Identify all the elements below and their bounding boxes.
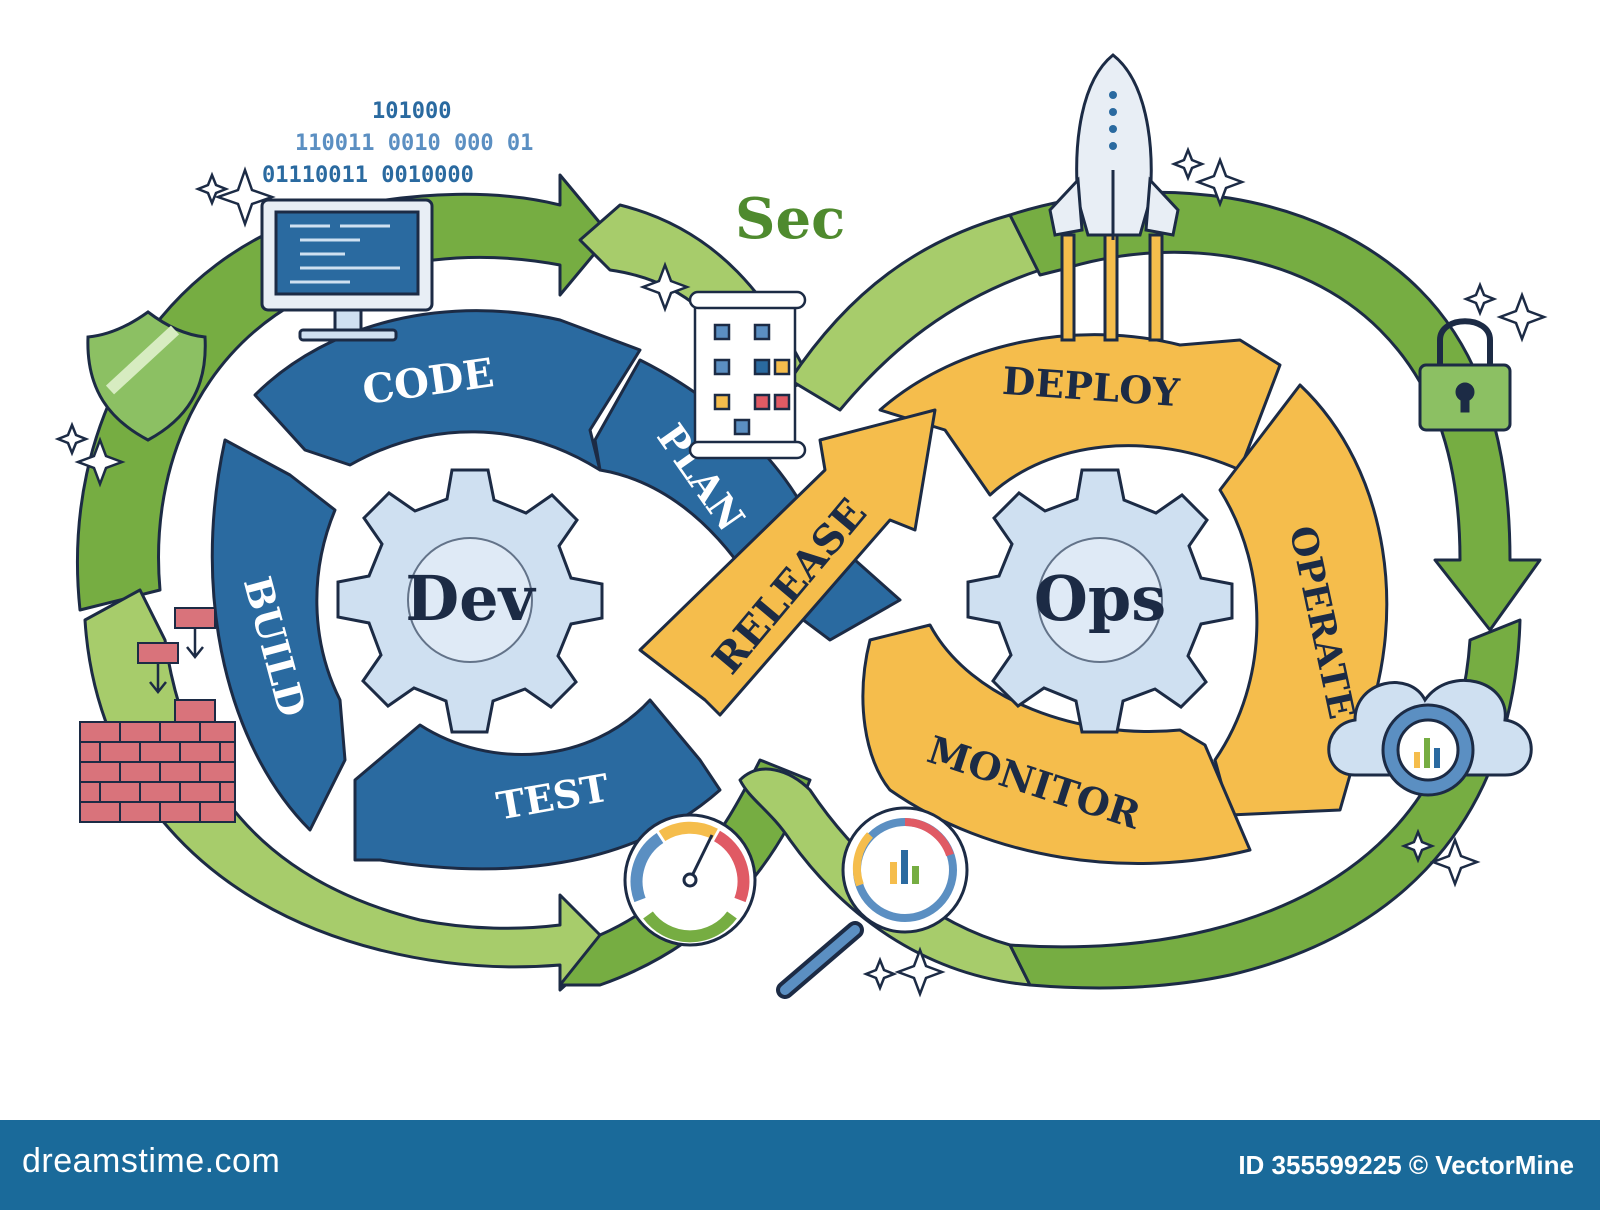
magnifier-chart-icon	[776, 806, 969, 999]
footer-logo[interactable]: dreamstime.com	[22, 1142, 281, 1180]
gauge-icon	[623, 813, 757, 947]
sec-arrow-right-top	[1008, 190, 1542, 632]
footer-bar: dreamstime.com ID 355599225 © VectorMine	[0, 1120, 1600, 1210]
shield-icon	[86, 310, 207, 442]
sparkle-icon	[54, 146, 1548, 998]
monitor-code-icon	[260, 198, 434, 342]
dev-step-build	[210, 438, 347, 832]
ops-step-deploy	[878, 333, 1282, 497]
ops-loop	[638, 333, 1389, 865]
flowchart-scroll-icon	[688, 290, 807, 460]
cloud-gear-chart-icon	[1327, 678, 1533, 797]
footer-credit: ID 355599225 © VectorMine	[1238, 1150, 1574, 1180]
devsecops-diagram: 101000 110011 0010 000 01 01110011 00100…	[54, 53, 1548, 999]
binary-line-1: 101000	[372, 99, 451, 124]
sec-arrow-right-bottom	[1008, 618, 1522, 990]
binary-line-2: 110011 0010 000 01	[295, 131, 533, 156]
sec-label: Sec	[735, 186, 845, 252]
brick-wall-icon	[79, 607, 236, 823]
rocket-icon	[1048, 53, 1180, 342]
release-arrow	[638, 408, 937, 717]
ops-gear	[966, 468, 1234, 734]
padlock-icon	[1418, 318, 1512, 432]
dev-step-test	[353, 698, 722, 871]
dev-center-label: Dev	[405, 562, 536, 635]
dev-gear	[336, 468, 604, 734]
ops-center-label: Ops	[1034, 562, 1166, 635]
binary-line-3: 01110011 0010000	[262, 163, 474, 188]
